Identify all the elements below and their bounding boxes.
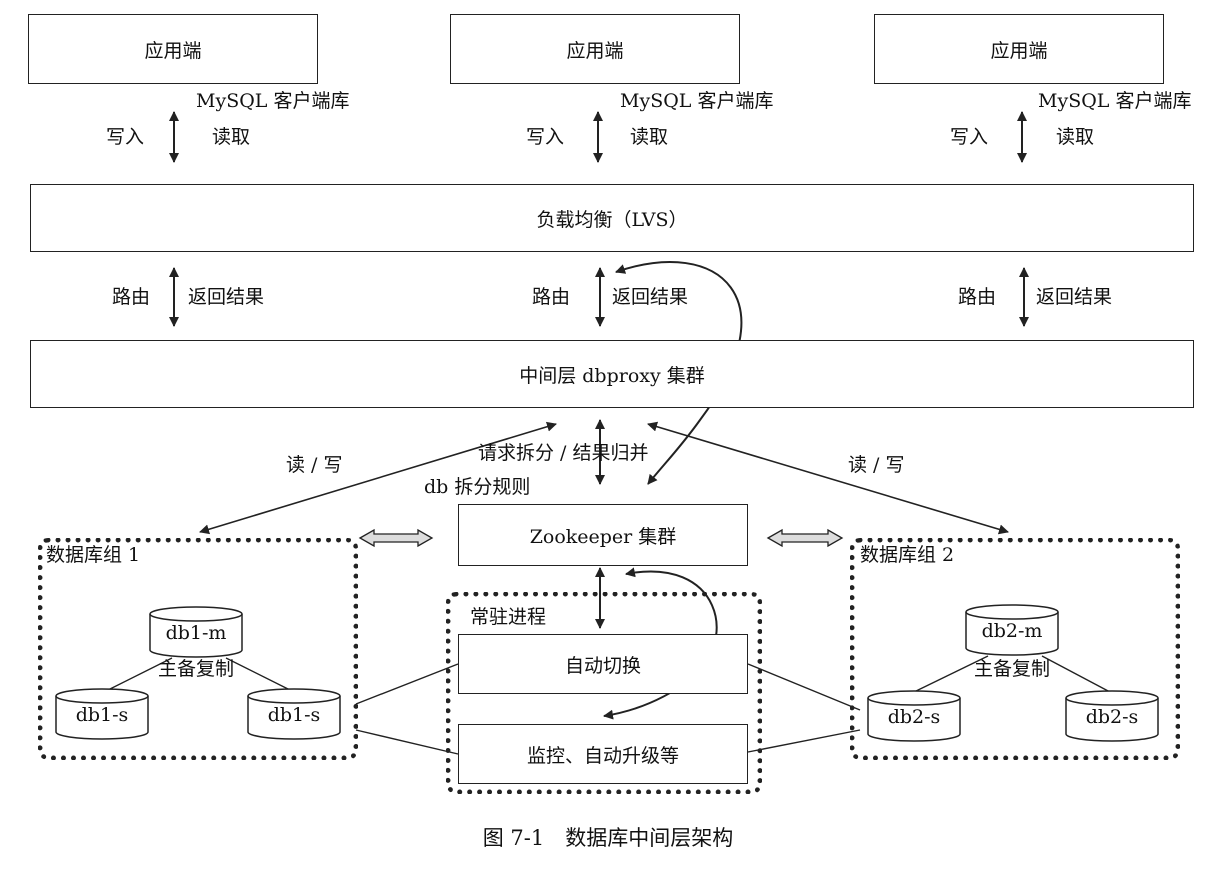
split-rules-label: db 拆分规则	[424, 476, 531, 498]
app-box-3: 应用端	[874, 14, 1164, 84]
resident-process-title: 常驻进程	[470, 606, 547, 628]
resident-process-group	[446, 592, 762, 794]
client-lib-label-1: MySQL 客户端库	[196, 90, 350, 112]
db2-slave-cylinder-a: db2-s	[866, 690, 962, 742]
read-label-1: 读取	[212, 126, 251, 148]
read-write-label-right: 读 / 写	[848, 454, 905, 476]
db2-slave-cylinder-b: db2-s	[1064, 690, 1160, 742]
monitor-label: 监控、自动升级等	[526, 744, 679, 767]
client-lib-label-2: MySQL 客户端库	[620, 90, 774, 112]
load-balancer-label: 负载均衡（LVS）	[536, 208, 688, 231]
zookeeper-cluster-box: Zookeeper 集群	[458, 504, 748, 566]
return-label-3: 返回结果	[1036, 286, 1113, 308]
route-label-3: 路由	[958, 286, 997, 308]
write-label-3: 写入	[950, 126, 989, 148]
monitor-box: 监控、自动升级等	[458, 724, 748, 784]
db1-master-label: db1-m	[165, 622, 227, 644]
read-write-label-left: 读 / 写	[286, 454, 343, 476]
db1-slave-cylinder-a: db1-s	[54, 688, 150, 740]
database-group-2-title: 数据库组 2	[860, 544, 955, 566]
return-label-2: 返回结果	[612, 286, 689, 308]
line-failover-db2s	[747, 663, 861, 711]
db2-slave-label: db2-s	[887, 706, 941, 728]
database-group-1	[38, 538, 358, 760]
db1-master-cylinder: db1-m	[148, 606, 244, 658]
read-label-3: 读取	[1056, 126, 1095, 148]
load-balancer-bar: 负载均衡（LVS）	[30, 184, 1194, 252]
line-monitor-db2s	[747, 729, 861, 753]
app-box-1: 应用端	[28, 14, 318, 84]
write-label-1: 写入	[106, 126, 145, 148]
db1-slave-label: db1-s	[267, 704, 321, 726]
route-label-1: 路由	[112, 286, 151, 308]
app-box-2: 应用端	[450, 14, 740, 84]
db1-slave-cylinder-b: db1-s	[246, 688, 342, 740]
replication-label-2: 主备复制	[974, 658, 1051, 680]
replication-label-1: 主备复制	[158, 658, 235, 680]
line-db1s-monitor	[355, 729, 459, 755]
read-label-2: 读取	[630, 126, 669, 148]
db1-slave-label: db1-s	[75, 704, 129, 726]
app-box-label: 应用端	[144, 39, 202, 62]
line-db1s-failover	[355, 663, 459, 705]
db2-master-cylinder: db2-m	[964, 604, 1060, 656]
zookeeper-label: Zookeeper 集群	[529, 525, 677, 548]
db2-slave-label: db2-s	[1085, 706, 1139, 728]
return-label-1: 返回结果	[188, 286, 265, 308]
db2-master-label: db2-m	[981, 620, 1043, 642]
arrow-proxy-group2	[647, 421, 1009, 535]
client-lib-label-3: MySQL 客户端库	[1038, 90, 1192, 112]
arrow-proxy-group1	[199, 421, 557, 535]
write-label-2: 写入	[526, 126, 565, 148]
route-label-2: 路由	[532, 286, 571, 308]
double-arrow-zookeeper-group2	[766, 528, 844, 548]
database-group-1-title: 数据库组 1	[46, 544, 141, 566]
dbproxy-cluster-bar: 中间层 dbproxy 集群	[30, 340, 1194, 408]
app-box-label: 应用端	[990, 39, 1048, 62]
double-arrow-group1-zookeeper	[358, 528, 434, 548]
failover-box: 自动切换	[458, 634, 748, 694]
app-box-label: 应用端	[566, 39, 624, 62]
dbproxy-label: 中间层 dbproxy 集群	[519, 364, 705, 387]
split-merge-label: 请求拆分 / 结果归并	[478, 442, 649, 464]
figure-caption: 图 7-1 数据库中间层架构	[482, 826, 734, 850]
database-group-2	[850, 538, 1180, 760]
failover-label: 自动切换	[564, 654, 641, 677]
